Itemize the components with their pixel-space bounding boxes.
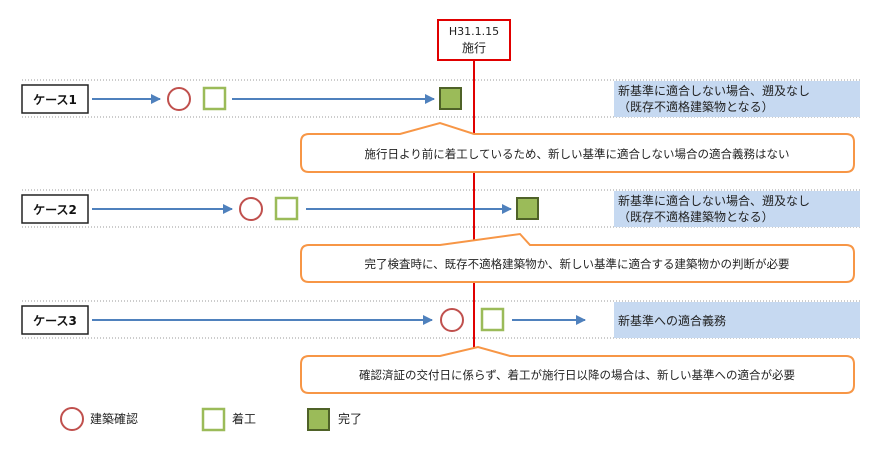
callout-1: 施行日より前に着工しているため、新しい基準に適合しない場合の適合義務はない	[300, 121, 855, 173]
case-2-row: ケース2 新基準に適合しない場合、遡及なし （既存不適格建築物となる）	[21, 189, 860, 228]
completion-square	[516, 197, 539, 220]
callout-text: 施行日より前に着工しているため、新しい基準に適合しない場合の適合義務はない	[365, 147, 790, 161]
start-square	[480, 307, 505, 332]
effective-date-box	[437, 19, 511, 61]
callout-bubble	[300, 345, 855, 394]
case-label: ケース3	[33, 314, 77, 328]
legend-confirmation-circle	[60, 407, 84, 431]
result-text-line-2: （既存不適格建築物となる）	[618, 99, 774, 114]
legend-start-square	[201, 407, 226, 432]
case-label-box	[21, 305, 89, 335]
case-3-row: ケース3 新基準への適合義務	[21, 300, 860, 339]
callout-2: 完了検査時に、既存不適格建築物か、新しい基準に適合する建築物かの判断が必要	[300, 232, 855, 283]
case-label: ケース2	[33, 203, 77, 217]
legend-completion-label: 完了	[338, 411, 362, 426]
result-background	[614, 191, 860, 227]
case-label: ケース1	[33, 93, 77, 107]
result-text-line-1: 新基準に適合しない場合、遡及なし	[618, 83, 810, 98]
case-label-box	[21, 84, 89, 114]
result-background	[614, 302, 860, 338]
start-square	[274, 196, 299, 221]
result-text-line-1: 新基準に適合しない場合、遡及なし	[618, 193, 810, 208]
effective-date-value: H31.1.15	[449, 25, 499, 38]
callout-bubble	[300, 232, 855, 283]
callout-text: 確認済証の交付日に係らず、着工が施行日以降の場合は、新しい基準への適合が必要	[359, 368, 795, 382]
result-text-line-2: （既存不適格建築物となる）	[618, 209, 774, 224]
case-1-row: ケース1 新基準に適合しない場合、遡及なし （既存不適格建築物となる）	[21, 79, 860, 118]
completion-square	[439, 87, 462, 110]
effective-date-marker: H31.1.15 施行	[437, 19, 511, 61]
callout-3: 確認済証の交付日に係らず、着工が施行日以降の場合は、新しい基準への適合が必要	[300, 345, 855, 394]
legend: 建築確認 着工 完了	[60, 407, 362, 432]
callout-text: 完了検査時に、既存不適格建築物か、新しい基準に適合する建築物かの判断が必要	[365, 257, 790, 271]
result-text-line-1: 新基準への適合義務	[618, 313, 726, 328]
case-label-box	[21, 194, 89, 224]
confirmation-circle	[167, 87, 191, 111]
legend-completion-square	[307, 408, 330, 431]
legend-confirmation-label: 建築確認	[90, 411, 138, 426]
start-square	[202, 86, 227, 111]
confirmation-circle	[440, 308, 464, 332]
effective-date-label: 施行	[462, 41, 486, 55]
result-background	[614, 81, 860, 117]
callout-bubble	[300, 121, 855, 173]
confirmation-circle	[239, 197, 263, 221]
legend-start-label: 着工	[232, 411, 256, 426]
